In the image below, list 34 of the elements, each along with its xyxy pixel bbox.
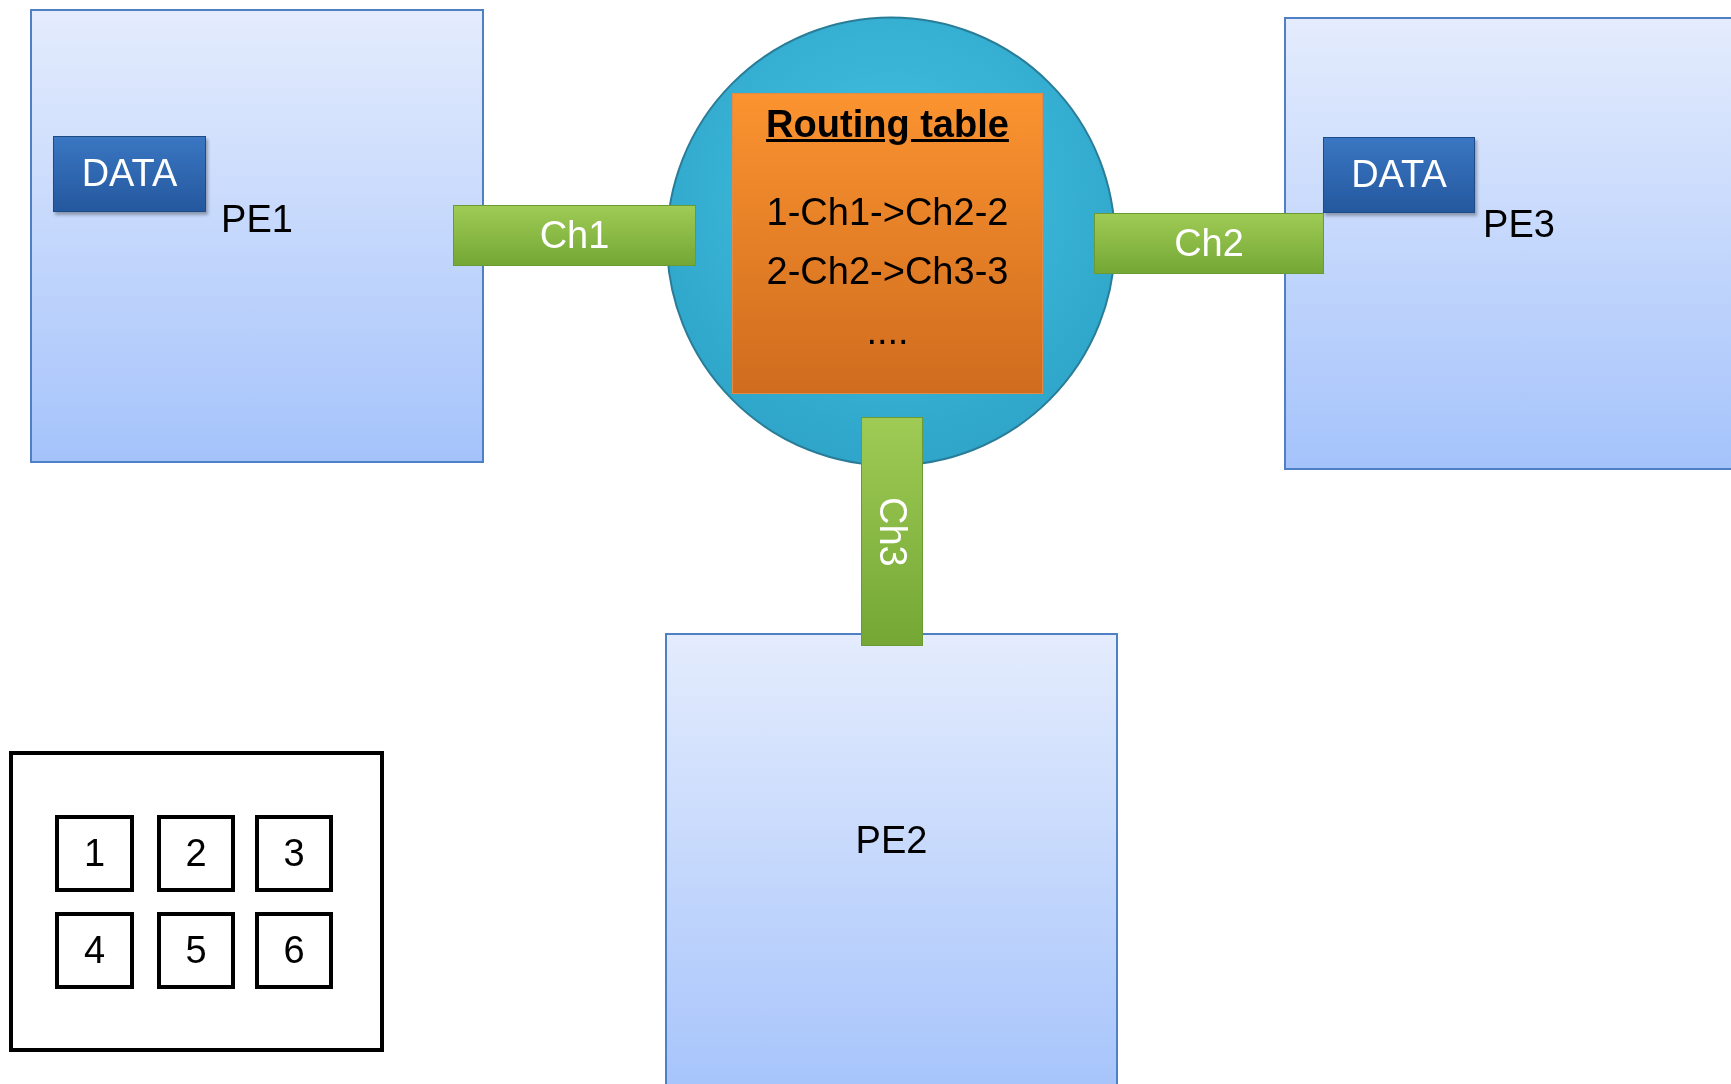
square-number: 3 <box>283 830 305 876</box>
element-label: PE2 <box>855 818 928 863</box>
routing-entry: 2-Ch2->Ch3-3 <box>766 249 1009 295</box>
data-label: DATA <box>1351 152 1447 198</box>
channel-bar <box>1094 213 1324 274</box>
processing-element-box <box>30 9 484 463</box>
routing-table-box <box>732 93 1043 394</box>
channel-label: Ch2 <box>1174 220 1244 266</box>
routing-entry: 1-Ch1->Ch2-2 <box>766 189 1009 235</box>
square-number: 5 <box>185 927 207 973</box>
processing-element-box <box>665 633 1118 1084</box>
numbered-square <box>55 912 134 989</box>
numbered-square <box>55 815 134 892</box>
data-block <box>53 136 206 212</box>
element-label: PE1 <box>221 197 293 242</box>
square-number: 6 <box>283 927 305 973</box>
processing-element-box <box>1284 17 1731 470</box>
data-block <box>1323 137 1475 213</box>
channel-bar <box>453 205 696 266</box>
element-label: PE3 <box>1483 202 1555 247</box>
channel-label: Ch1 <box>539 212 610 258</box>
numbered-square <box>255 912 333 989</box>
channel-label: Ch3 <box>870 496 915 567</box>
numbered-square <box>255 815 333 892</box>
grid-frame <box>9 751 384 1052</box>
routing-entry: .... <box>866 308 909 354</box>
square-number: 4 <box>83 927 106 973</box>
data-label: DATA <box>81 151 178 197</box>
table-heading: Routing table <box>766 102 1009 147</box>
channel-bar <box>861 417 923 646</box>
numbered-square <box>157 815 235 892</box>
square-number: 2 <box>185 830 207 876</box>
numbered-square <box>157 912 235 989</box>
square-number: 1 <box>83 830 106 876</box>
